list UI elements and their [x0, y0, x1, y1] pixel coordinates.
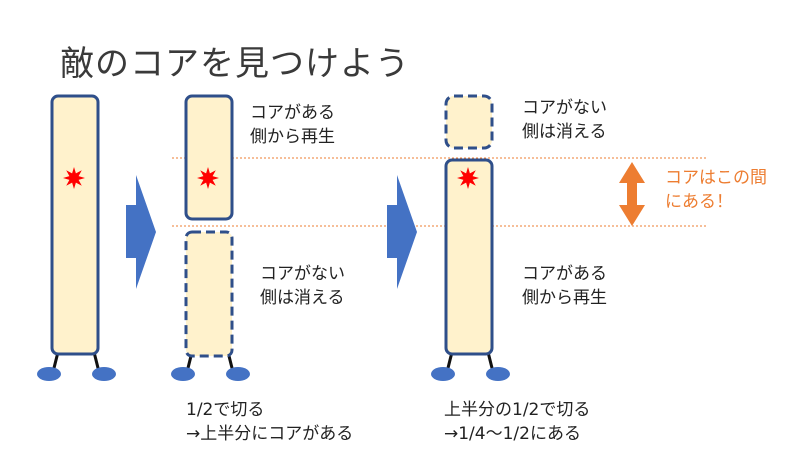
label-core-between: コアはこの間 にある！: [665, 166, 767, 214]
enemy-top-quarter-vanishing: [444, 94, 494, 150]
enemy-bottom-half-vanishing: [184, 230, 234, 358]
label-line: コアがない: [522, 98, 607, 118]
caption-step2: 上半分の1/2で切る →1/4〜1/2にある: [444, 398, 590, 446]
foot-left: [431, 367, 455, 381]
enemy-cut-quarter: [431, 94, 510, 381]
core-star: [63, 167, 85, 189]
label-line: コアがない: [260, 264, 345, 284]
double-arrow-icon: [619, 162, 645, 226]
arrow-right-2: [387, 175, 417, 289]
enemy-full: [37, 94, 116, 381]
caption-line: →上半分にコアがある: [186, 424, 354, 444]
core-star: [197, 167, 219, 189]
label-stage2-bottom: コアがない 側は消える: [260, 262, 345, 310]
foot-right: [486, 367, 510, 381]
label-line: 側から再生: [250, 127, 335, 147]
caption-line: →1/4〜1/2にある: [444, 424, 581, 444]
foot-right: [92, 367, 116, 381]
label-line: 側は消える: [522, 122, 607, 142]
core-star: [457, 167, 479, 189]
caption-line: 1/2で切る: [186, 400, 265, 420]
label-line: コアはこの間: [665, 168, 767, 188]
enemy-top-half: [184, 94, 234, 221]
label-line: コアがある: [250, 103, 335, 123]
label-stage2-top: コアがある 側から再生: [250, 101, 335, 149]
enemy-regenerating-body: [444, 158, 494, 356]
foot-left: [37, 367, 61, 381]
caption-step1: 1/2で切る →上半分にコアがある: [186, 398, 353, 446]
label-stage3-top: コアがない 側は消える: [522, 96, 607, 144]
label-line: コアがある: [522, 264, 607, 284]
label-line: にある！: [665, 192, 733, 212]
arrow-right-1: [126, 175, 156, 289]
foot-right: [226, 367, 250, 381]
enemy-body: [50, 94, 100, 356]
foot-left: [171, 367, 195, 381]
label-line: 側は消える: [260, 288, 345, 308]
page-title: 敵のコアを見つけよう: [60, 44, 410, 84]
label-stage3-bottom: コアがある 側から再生: [522, 262, 607, 310]
label-line: 側から再生: [522, 288, 607, 308]
caption-line: 上半分の1/2で切る: [444, 400, 591, 420]
enemy-cut-half: [171, 94, 250, 381]
